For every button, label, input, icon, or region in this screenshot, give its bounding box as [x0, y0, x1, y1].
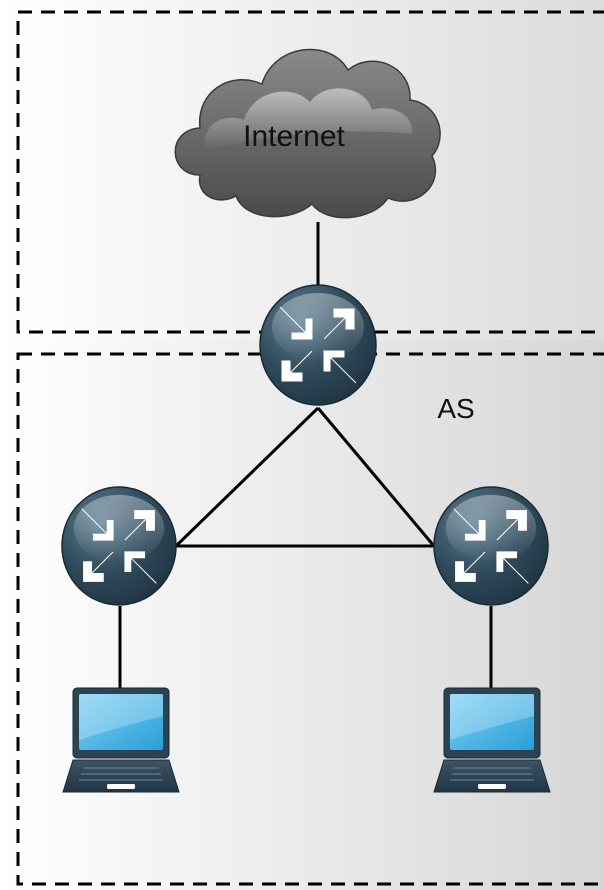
- as-zone-background: [0, 340, 604, 890]
- router-top-icon[interactable]: [259, 284, 377, 406]
- links: [118, 222, 493, 688]
- laptop-right-icon[interactable]: [433, 687, 551, 793]
- link-router-top-router-right: [316, 407, 436, 547]
- router-right-icon[interactable]: [433, 486, 549, 606]
- cloud-label: Internet: [243, 120, 345, 153]
- router-left-icon[interactable]: [61, 486, 177, 606]
- cloud-icon: [174, 48, 441, 219]
- link-router-top-router-left: [174, 406, 320, 548]
- laptop-left-icon[interactable]: [62, 687, 180, 793]
- as-zone-label: AS: [437, 393, 474, 424]
